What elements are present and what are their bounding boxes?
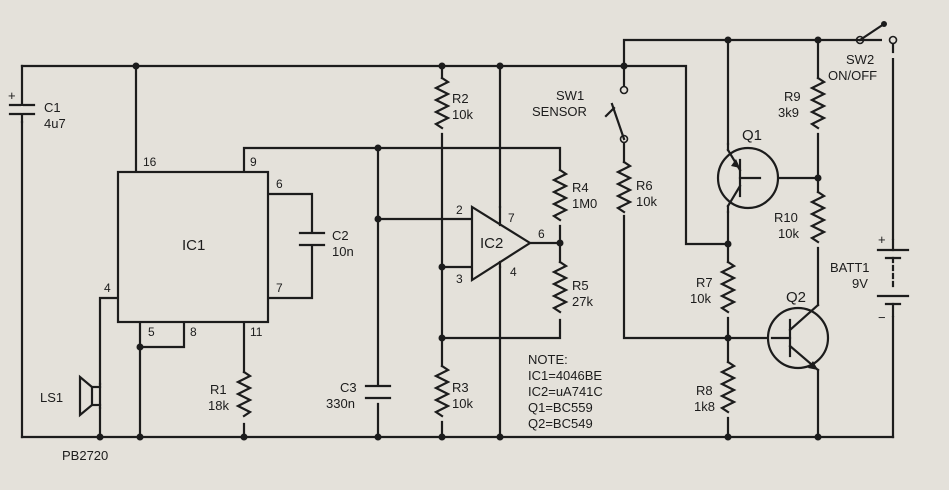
transistor-q1: Q1 xyxy=(716,127,780,214)
r9-ref-label: R9 xyxy=(784,89,801,104)
batt1-minus-label: − xyxy=(878,310,886,325)
resistor-r7: R7 10k xyxy=(690,260,737,314)
sw2-name-label: ON/OFF xyxy=(828,68,877,83)
c2-ref-label: C2 xyxy=(332,228,349,243)
resistor-r9: R9 3k9 xyxy=(778,76,827,130)
batt1-plus-label: + xyxy=(878,232,886,247)
r1-value-label: 18k xyxy=(208,398,229,413)
c1-plus-label: + xyxy=(8,88,16,103)
c1-ref-label: C1 xyxy=(44,100,61,115)
ic1-pin-5: 5 xyxy=(148,325,155,339)
batt1-ref-label: BATT1 xyxy=(830,260,870,275)
parts-note: NOTE: IC1=4046BE IC2=uA741C Q1=BC559 Q2=… xyxy=(528,352,603,431)
r3-value-label: 10k xyxy=(452,396,473,411)
ic1-pin-8: 8 xyxy=(190,325,197,339)
ic1-pin-16: 16 xyxy=(143,155,157,169)
speaker-ls1: LS1 xyxy=(40,374,102,418)
r10-value-label: 10k xyxy=(778,226,799,241)
r6-ref-label: R6 xyxy=(636,178,653,193)
resistor-r3: R3 10k xyxy=(433,364,473,418)
ic2-ref-label: IC2 xyxy=(480,235,503,252)
note-title: NOTE: xyxy=(528,352,568,367)
r7-ref-label: R7 xyxy=(696,275,713,290)
r7-value-label: 10k xyxy=(690,291,711,306)
r2-value-label: 10k xyxy=(452,107,473,122)
c3-value-label: 330n xyxy=(326,396,355,411)
junctions xyxy=(96,36,822,441)
ic1-chip: IC1 16 9 6 7 4 5 8 11 xyxy=(104,155,283,339)
c1-value-label: 4u7 xyxy=(44,116,66,131)
sw1-name-label: SENSOR xyxy=(532,104,587,119)
sw1-ref-label: SW1 xyxy=(556,88,584,103)
r4-ref-label: R4 xyxy=(572,180,589,195)
q1-ref-label: Q1 xyxy=(742,127,762,144)
ic1-pin-6: 6 xyxy=(276,177,283,191)
note-line-q2: Q2=BC549 xyxy=(528,416,593,431)
r8-ref-label: R8 xyxy=(696,383,713,398)
switch-sw2: SW2 ON/OFF xyxy=(828,18,902,83)
resistor-r6: R6 10k xyxy=(615,160,657,214)
ic2-opamp: IC2 2 3 7 4 6 xyxy=(456,203,545,286)
note-line-ic1: IC1=4046BE xyxy=(528,368,602,383)
resistor-r8: R8 1k8 xyxy=(694,360,737,414)
resistor-r4: R4 1M0 xyxy=(551,168,597,222)
ic2-pin-7: 7 xyxy=(508,211,515,225)
note-line-ic2: IC2=uA741C xyxy=(528,384,603,399)
battery-batt1: + − BATT1 9V xyxy=(830,232,910,325)
resistor-r5: R5 27k xyxy=(551,260,593,314)
capacitor-c3: C3 330n xyxy=(326,380,392,411)
r3-ref-label: R3 xyxy=(452,380,469,395)
ic1-pin-9: 9 xyxy=(250,155,257,169)
ic2-pin-4: 4 xyxy=(510,265,517,279)
resistor-r10: R10 10k xyxy=(774,190,827,244)
capacitor-c1: + C1 4u7 xyxy=(8,88,66,131)
r5-ref-label: R5 xyxy=(572,278,589,293)
ic1-ref-label: IC1 xyxy=(182,237,205,254)
q2-ref-label: Q2 xyxy=(786,289,806,306)
ic2-pin-3: 3 xyxy=(456,272,463,286)
c2-value-label: 10n xyxy=(332,244,354,259)
resistor-r2: R2 10k xyxy=(433,76,473,130)
ic1-pin-11: 11 xyxy=(250,325,263,339)
batt1-value-label: 9V xyxy=(852,276,868,291)
r1-ref-label: R1 xyxy=(210,382,227,397)
r2-ref-label: R2 xyxy=(452,91,469,106)
capacitor-c2: C2 10n xyxy=(298,228,354,259)
r4-value-label: 1M0 xyxy=(572,196,597,211)
ic2-pin-2: 2 xyxy=(456,203,463,217)
switch-sw1: SW1 SENSOR xyxy=(532,85,629,144)
r10-ref-label: R10 xyxy=(774,210,798,225)
r5-value-label: 27k xyxy=(572,294,593,309)
note-line-q1: Q1=BC559 xyxy=(528,400,593,415)
r6-value-label: 10k xyxy=(636,194,657,209)
r9-value-label: 3k9 xyxy=(778,105,799,120)
ic2-pin-6: 6 xyxy=(538,227,545,241)
r8-value-label: 1k8 xyxy=(694,399,715,414)
resistor-r1: R1 18k xyxy=(208,370,253,418)
transistor-q2: Q2 xyxy=(766,289,830,372)
ic1-pin-7: 7 xyxy=(276,281,283,295)
ic1-pin-4: 4 xyxy=(104,281,111,295)
sw2-ref-label: SW2 xyxy=(846,52,874,67)
ls1-ref-label: LS1 xyxy=(40,390,63,405)
diagram-id-label: PB2720 xyxy=(62,448,108,463)
c3-ref-label: C3 xyxy=(340,380,357,395)
